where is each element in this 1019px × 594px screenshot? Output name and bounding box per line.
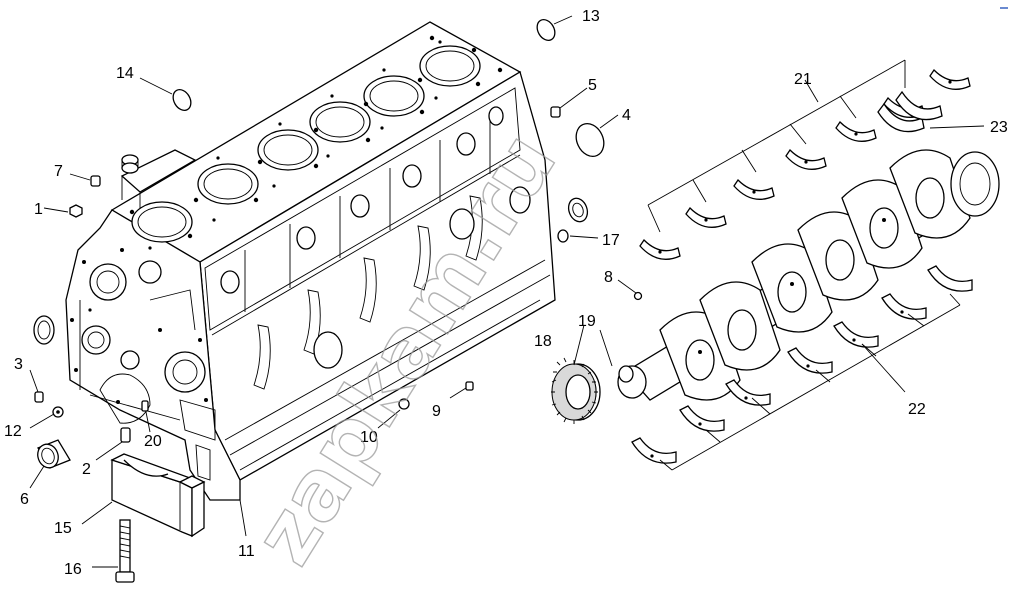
- callout-20: 20: [144, 433, 162, 450]
- callout-4: 4: [622, 107, 631, 124]
- bolt-icon: [90, 175, 101, 187]
- callout-22: 22: [908, 401, 926, 418]
- callout-1: 1: [34, 201, 43, 218]
- callout-18: 18: [534, 333, 552, 350]
- callout-14: 14: [116, 65, 134, 82]
- bolt-icon: [550, 106, 561, 118]
- callout-2: 2: [82, 461, 91, 478]
- group-brackets: [647, 59, 961, 471]
- seal-ring-icon: [536, 19, 556, 41]
- seal-ring-icon: [52, 406, 64, 418]
- seal-ring-icon: [37, 439, 71, 469]
- small-parts: [33, 19, 643, 583]
- callout-23: 23: [990, 119, 1008, 136]
- leader-lines: [29, 15, 985, 568]
- bolt-icon: [115, 519, 135, 583]
- seal-ring-icon: [172, 89, 192, 111]
- callout-15: 15: [54, 520, 72, 537]
- callout-9: 9: [432, 403, 441, 420]
- cylinder-block-icon: [65, 21, 556, 501]
- bolt-icon: [120, 427, 131, 443]
- callout-16: 16: [64, 561, 82, 578]
- gear-icon: [551, 357, 601, 424]
- front-face-details: [70, 248, 216, 481]
- callout-21: 21: [794, 71, 812, 88]
- callout-labels: 1 2 3 4 5 6 7 8 9 10 11 12 13 14 15 16 1…: [4, 8, 1008, 578]
- crankshaft-icon: [617, 149, 1000, 401]
- callout-3: 3: [14, 356, 23, 373]
- callout-6: 6: [20, 491, 29, 508]
- bolt-icon: [633, 291, 643, 301]
- bolt-icon: [465, 381, 474, 391]
- callout-5: 5: [588, 77, 597, 94]
- seal-ring-icon: [33, 315, 55, 345]
- callout-11: 11: [238, 543, 255, 560]
- callout-12: 12: [4, 423, 22, 440]
- bolt-icon: [141, 400, 149, 412]
- bolt-icon: [69, 204, 83, 218]
- bearing-shells-upper: [639, 68, 971, 260]
- callout-19: 19: [578, 313, 596, 330]
- seal-ring-icon: [575, 122, 605, 158]
- callout-17: 17: [602, 232, 620, 249]
- callout-8: 8: [604, 269, 613, 286]
- callout-10: 10: [360, 429, 378, 446]
- callout-7: 7: [54, 163, 63, 180]
- bearing-shells-lower: [631, 265, 973, 464]
- main-bearing-cap-icon: [110, 453, 206, 538]
- seal-ring-icon: [557, 197, 589, 243]
- bolt-icon: [34, 391, 44, 403]
- callout-13: 13: [582, 8, 600, 25]
- cylinder-bores: [131, 45, 481, 243]
- seal-ring-icon: [398, 398, 410, 410]
